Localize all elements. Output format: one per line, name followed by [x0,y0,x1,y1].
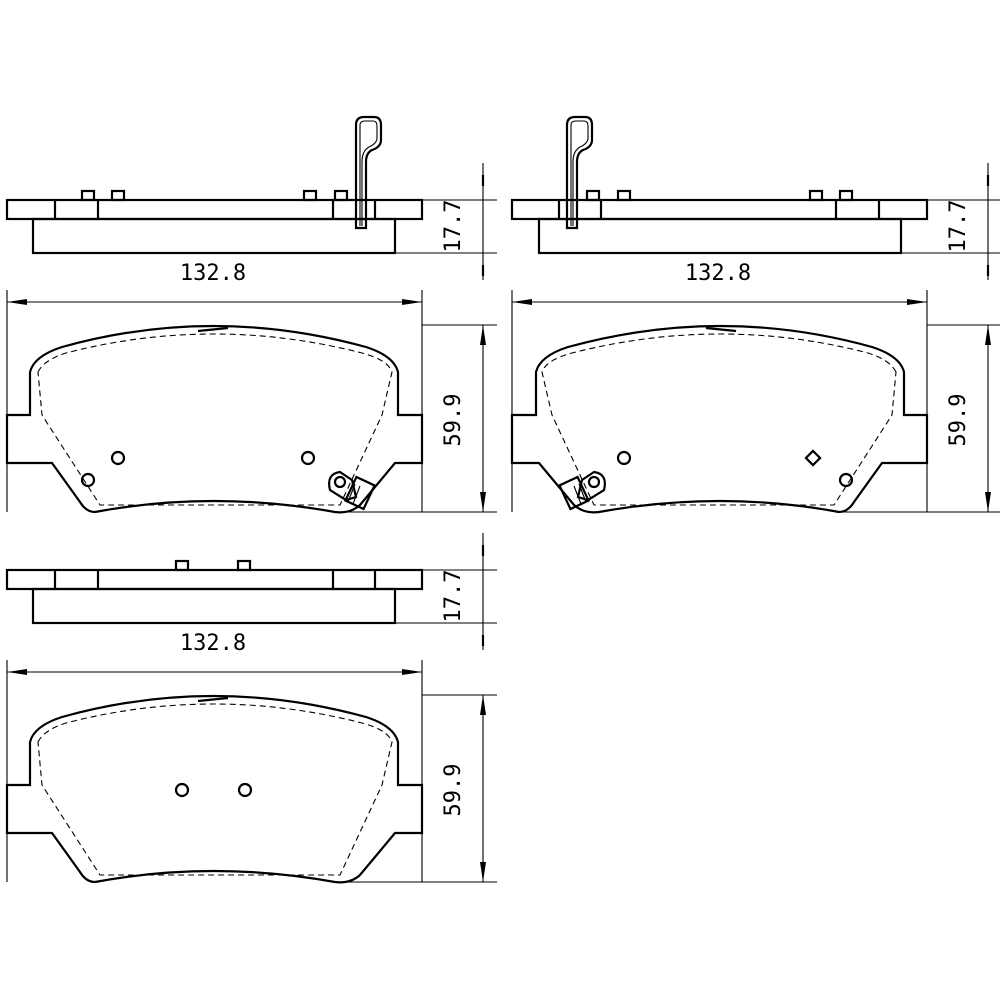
mounting-hole [838,472,854,488]
mounting-hole [804,449,822,467]
backing-tabs [80,189,349,202]
pad-view-3: 132.8 17.7 59.9 [5,531,499,884]
width-dimension: 132.8 [180,631,246,656]
thickness-dimension: 17.7 [946,200,971,253]
mounting-hole [174,782,190,798]
front-view-outline [5,324,424,514]
wear-sensor-tab [328,470,377,511]
backing-tabs [585,189,854,202]
mounting-hole [616,450,632,466]
width-dimension: 132.8 [685,261,751,286]
front-view-outline [510,324,929,514]
side-view [5,568,424,625]
pad-view-1: 132.8 17.7 59.9 [5,115,499,514]
height-dimension: 59.9 [441,394,466,447]
mounting-hole [300,450,316,466]
backing-tab [174,559,190,572]
wear-sensor-tab [557,470,606,511]
mounting-hole [237,782,253,798]
wear-sensor-clip [354,115,383,230]
front-view-outline [5,694,424,884]
height-dimension: 59.9 [441,764,466,817]
thickness-dimension: 17.7 [441,200,466,253]
dimension-lines [5,161,499,514]
height-dimension: 59.9 [946,394,971,447]
thickness-dimension: 17.7 [441,570,466,623]
mounting-hole [80,472,96,488]
pad-view-2: 132.8 17.7 59.9 [510,115,1000,514]
wear-sensor-clip [565,115,594,230]
dimension-lines [5,531,499,884]
width-dimension: 132.8 [180,261,246,286]
backing-tab [236,559,252,572]
mounting-hole [110,450,126,466]
side-view [510,198,929,255]
